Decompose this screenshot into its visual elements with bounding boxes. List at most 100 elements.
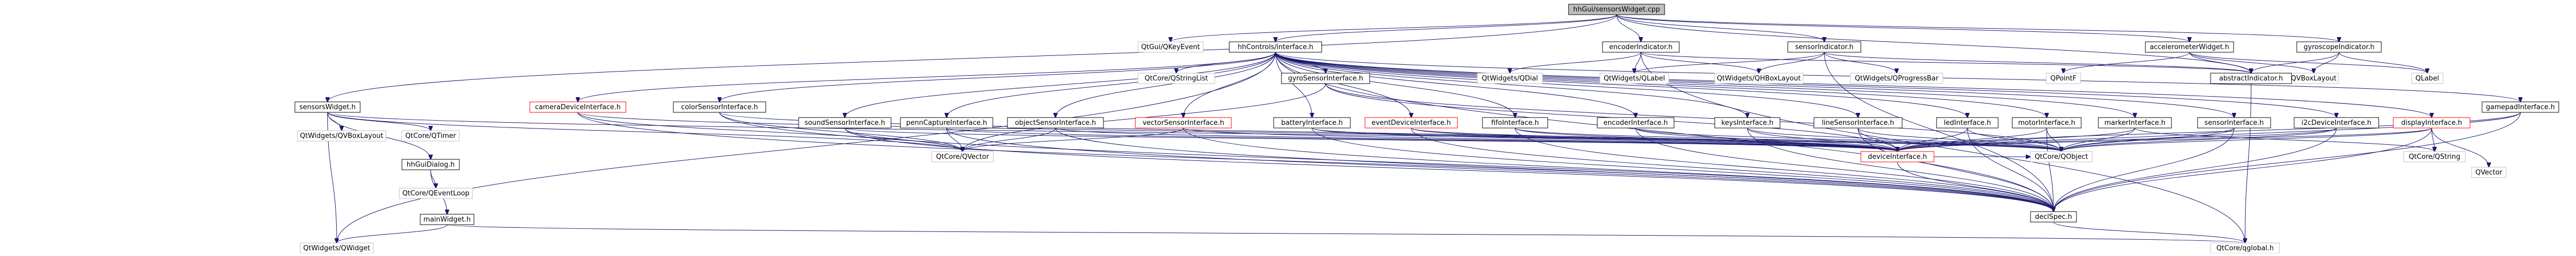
node-i2cdeviceinterface-h[interactable]: i2cDeviceInterface.h — [2294, 117, 2379, 129]
node-ledinterface-h[interactable]: ledInterface.h — [1936, 117, 1999, 129]
node-hhgui-sensorswidget-cpp[interactable]: hhGui/sensorsWidget.cpp — [1568, 4, 1665, 15]
node-sensorindicator-h[interactable]: sensorIndicator.h — [1787, 41, 1861, 53]
node-label: pennCaptureInterface.h — [906, 119, 987, 127]
edge-i2cdevice-to-deviceinterface — [1897, 127, 2337, 152]
node-soundsensorinterface-h[interactable]: soundSensorInterface.h — [798, 117, 892, 129]
node-qtcore-qstringlist[interactable]: QtCore/QStringList — [1137, 73, 1215, 84]
node-qtwidgets-qwidget[interactable]: QtWidgets/QWidget — [300, 242, 374, 254]
node-box — [2471, 167, 2507, 178]
node-qtcore-qobject[interactable]: QtCore/QObject — [2030, 151, 2093, 162]
node-qtwidgets-qprogressbar[interactable]: QtWidgets/QProgressBar — [1850, 73, 1943, 84]
node-encoderinterface-h[interactable]: encoderInterface.h — [1597, 117, 1675, 129]
node-qtgui-qkeyevent[interactable]: QtGui/QKeyEvent — [1137, 41, 1204, 53]
edge-hhcontrol-to-qwidget — [337, 52, 1276, 243]
edge-ledinterface-to-deviceinterface — [1897, 127, 1968, 152]
node-box — [294, 101, 361, 113]
node-abstractindicator-h[interactable]: abstractIndicator.h — [2210, 73, 2292, 84]
node-vectorsensorinterface-h[interactable]: vectorSensorInterface.h — [1135, 117, 1232, 129]
edge-keysinterface-to-qobject — [1747, 127, 2062, 152]
node-qtwidgets-qhboxlayout[interactable]: QtWidgets/QHBoxLayout — [1714, 73, 1803, 84]
node-box — [2197, 117, 2271, 129]
edge-display-to-qstring — [2431, 127, 2435, 152]
node-box — [1137, 73, 1215, 84]
node-qtcore-qeventloop[interactable]: QtCore/QEventLoop — [399, 188, 473, 199]
node-linesensorinterface-h[interactable]: lineSensorInterface.h — [1813, 117, 1903, 129]
node-label: QtWidgets/QWidget — [303, 245, 370, 252]
node-qtcore-qtimer[interactable]: QtCore/QTimer — [401, 130, 460, 142]
node-qlabel[interactable]: QLabel — [2411, 73, 2443, 84]
node-objectsensorinterface-h[interactable]: objectSensorInterface.h — [1007, 117, 1104, 129]
node-qvector[interactable]: QVector — [2471, 167, 2507, 178]
node-label: gyroSensorInterface.h — [1288, 75, 1363, 83]
node-box — [1273, 117, 1351, 129]
edge-root-to-qkeyevent — [1171, 14, 1617, 42]
node-fifointerface-h[interactable]: fifoInterface.h — [1482, 117, 1548, 129]
edge-display-to-qobject — [2061, 127, 2432, 152]
edge-encoderind-to-qdial — [1510, 52, 1641, 73]
node-label: sensorsWidget.h — [299, 103, 355, 111]
node-accelerometerwidget-h[interactable]: accelerometerWidget.h — [2145, 41, 2234, 53]
edge-i2cdevice-to-qobject — [2061, 127, 2337, 152]
edge-display-to-declspec — [2053, 127, 2432, 212]
node-displayinterface-h[interactable]: displayInterface.h — [2393, 117, 2471, 129]
node-box — [2403, 151, 2466, 162]
node-box — [2030, 211, 2077, 223]
node-qtwidgets-qlabel[interactable]: QtWidgets/QLabel — [1599, 73, 1669, 84]
edge-display-to-qvector2 — [2431, 127, 2489, 167]
node-colorsensorinterface-h[interactable]: colorSensorInterface.h — [673, 101, 766, 113]
node-keysinterface-h[interactable]: keysInterface.h — [1714, 117, 1780, 129]
node-qpointf[interactable]: QPointF — [2046, 73, 2081, 84]
edge-soundsensor-to-declspec — [845, 127, 2054, 212]
node-cameradeviceinterface-h[interactable]: cameraDeviceInterface.h — [529, 101, 626, 113]
node-qtcore-qvector[interactable]: QtCore/QVector — [931, 151, 994, 162]
edge-encoderind-to-qlabelw — [1634, 52, 1641, 73]
node-batteryinterface-h[interactable]: batteryInterface.h — [1273, 117, 1351, 129]
node-box — [401, 130, 460, 142]
node-gyroscopeindicator-h[interactable]: gyroscopeIndicator.h — [2296, 41, 2382, 53]
edge-eventsdevice-to-deviceinterface — [1411, 127, 1898, 152]
node-markerinterface-h[interactable]: markerInterface.h — [2098, 117, 2172, 129]
node-label: mainWidget.h — [423, 216, 471, 224]
node-sensorswidget-h[interactable]: sensorsWidget.h — [294, 101, 361, 113]
node-qvboxlayout[interactable]: QVBoxLayout — [2288, 73, 2339, 84]
node-label: gamepadInterface.h — [2486, 103, 2555, 111]
node-qtwidgets-qdial[interactable]: QtWidgets/QDial — [1477, 73, 1543, 84]
edge-colorsensor-to-declspec — [719, 112, 2054, 212]
node-label: QtWidgets/QDial — [1482, 75, 1538, 83]
edge-encoderinterface-to-qobject — [1635, 127, 2062, 152]
node-qtcore-qglobal-h[interactable]: QtCore/qglobal.h — [2210, 242, 2280, 254]
edge-ledinterface-to-declspec — [1967, 127, 2053, 212]
node-label: declSpec.h — [2035, 213, 2072, 221]
node-gyrosensorinterface-h[interactable]: gyroSensorInterface.h — [1281, 73, 1370, 84]
node-gamepadinterface-h[interactable]: gamepadInterface.h — [2482, 101, 2559, 113]
edge-encoderind-to-abstractind — [1641, 52, 2251, 73]
edge-accelwidget-to-qpointf — [2063, 52, 2190, 73]
node-motorinterface-h[interactable]: motorInterface.h — [2012, 117, 2082, 129]
edge-hhcontrol-to-ledinterface — [1275, 52, 1968, 118]
node-label: colorSensorInterface.h — [681, 103, 758, 111]
node-encoderindicator-h[interactable]: encoderIndicator.h — [1602, 41, 1680, 53]
node-mainwidget-h[interactable]: mainWidget.h — [420, 214, 474, 225]
node-label: keysInterface.h — [1721, 119, 1773, 127]
node-qtcore-qstring[interactable]: QtCore/QString — [2403, 151, 2466, 162]
node-eventdeviceinterface-h[interactable]: eventDeviceInterface.h — [1364, 117, 1458, 129]
node-box — [2294, 117, 2379, 129]
node-sensorinterface-h[interactable]: sensorInterface.h — [2197, 117, 2271, 129]
node-deviceinterface-h[interactable]: deviceInterface.h — [1860, 151, 1934, 162]
node-label: QtCore/QTimer — [405, 132, 456, 140]
node-hhguidialog-h[interactable]: hhGuiDialog.h — [401, 159, 460, 170]
node-box — [2296, 41, 2382, 53]
node-box — [1936, 117, 1999, 129]
node-label: QtCore/QEventLoop — [402, 190, 469, 197]
edge-hhcontrol-to-colorsensor — [720, 52, 1276, 102]
node-declspec-h[interactable]: declSpec.h — [2030, 211, 2077, 223]
node-hhcontrols-interface-h[interactable]: hhControls/interface.h — [1229, 41, 1322, 53]
edge-declspec-to-qtglobal — [2053, 222, 2245, 243]
node-box — [1482, 117, 1548, 129]
node-penncaptureinterface-h[interactable]: pennCaptureInterface.h — [900, 117, 993, 129]
node-qtwidgets-qvboxlayout[interactable]: QtWidgets/QVBoxLayout — [297, 130, 386, 142]
node-box — [2046, 73, 2081, 84]
edge-vectorsensor-to-qvector — [963, 127, 1184, 152]
node-box — [931, 151, 994, 162]
edge-hhcontrol-to-sensorinterface — [1275, 52, 2235, 118]
